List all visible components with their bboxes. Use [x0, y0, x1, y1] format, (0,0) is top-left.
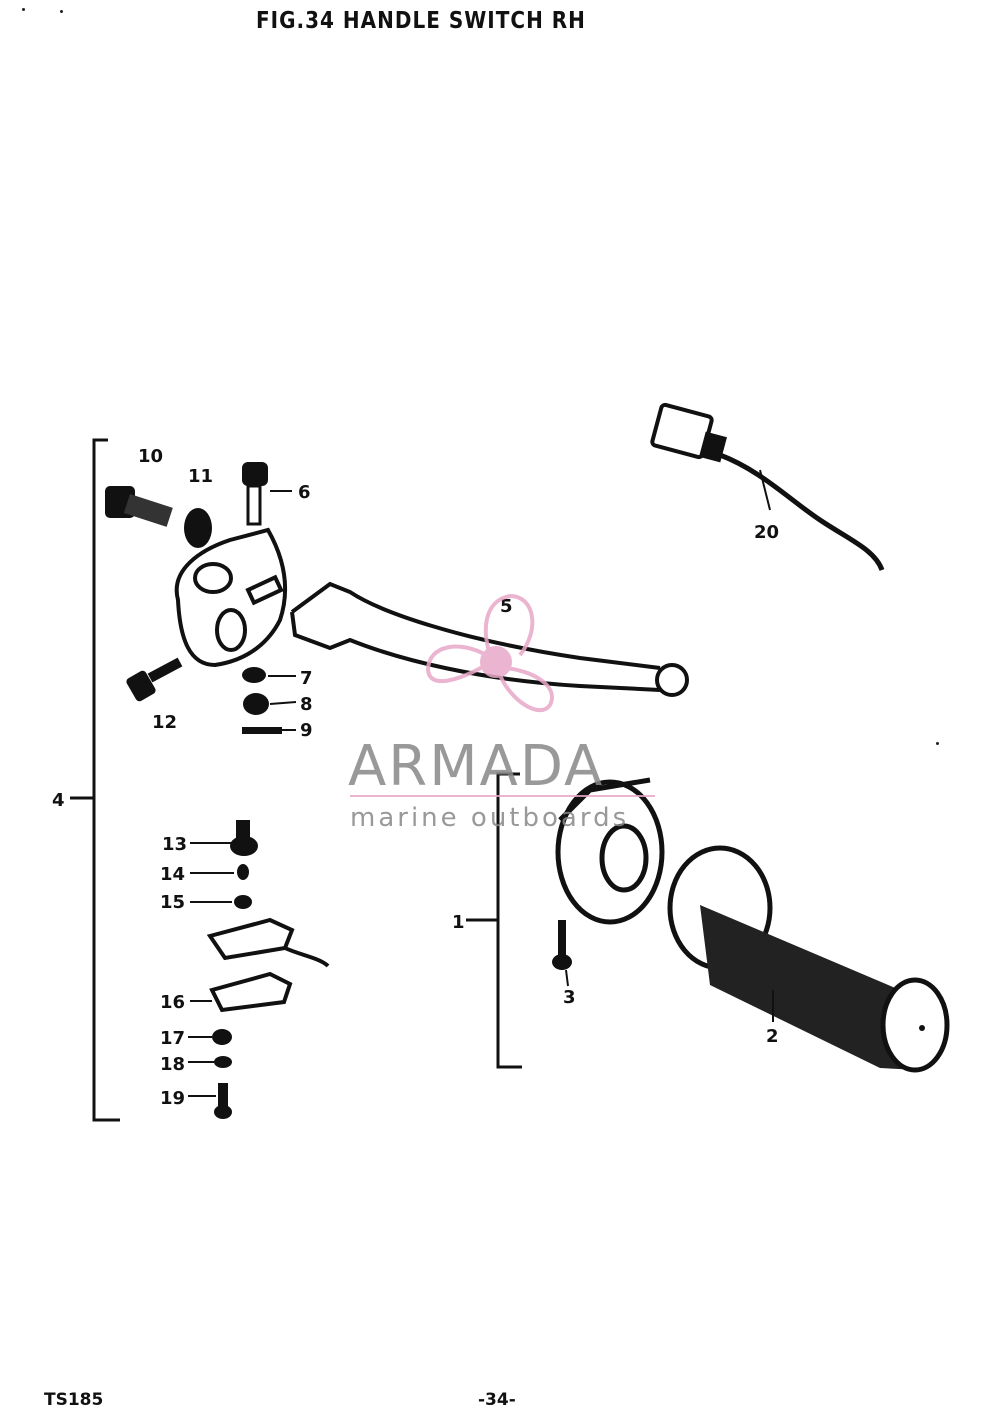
- bracket-group-1: [466, 772, 522, 1069]
- figure-title: FIG.34 HANDLE SWITCH RH: [256, 6, 586, 34]
- nut-part-15: [234, 895, 252, 909]
- screw-part-13: [230, 820, 258, 856]
- callout-17: 17: [160, 1028, 185, 1049]
- washer-part-14: [237, 864, 249, 880]
- callout-1: 1: [452, 912, 465, 933]
- callout-10: 10: [138, 446, 163, 467]
- washer-part-17: [212, 1029, 232, 1045]
- bolt-part-10: [105, 486, 173, 527]
- bracket-group-4: [70, 438, 120, 1122]
- callout-9: 9: [300, 720, 313, 741]
- watermark-tagline: marine outboards: [350, 803, 629, 833]
- callout-14: 14: [160, 864, 185, 885]
- model-code: TS185: [44, 1390, 104, 1410]
- scan-dust: [936, 742, 939, 745]
- grip-part-2: [667, 845, 950, 1073]
- callout-8: 8: [300, 694, 313, 715]
- watermark: ARMADA marine outboards: [348, 593, 655, 833]
- screw-part-19: [214, 1083, 232, 1119]
- pin-part-9: [242, 727, 282, 734]
- lever-holder: [174, 527, 288, 668]
- page-number: -34-: [478, 1390, 516, 1410]
- callout-16: 16: [160, 992, 185, 1013]
- callout-6: 6: [298, 482, 311, 503]
- brake-lever: [290, 581, 689, 697]
- throttle-housing: [555, 777, 665, 925]
- switch-housing-part-16: [206, 917, 330, 1013]
- nut-part-8: [243, 693, 269, 715]
- callout-4: 4: [52, 790, 65, 811]
- callout-13: 13: [162, 834, 187, 855]
- scan-dust: [22, 8, 25, 11]
- switch-part-20: [650, 402, 885, 571]
- watermark-brand: ARMADA: [348, 734, 604, 799]
- propeller-logo-icon: [425, 593, 554, 713]
- callout-3: 3: [563, 987, 576, 1008]
- callout-5: 5: [500, 596, 513, 617]
- screw-part-3: [552, 920, 572, 970]
- nut-part-18: [214, 1056, 232, 1068]
- screw-part-6: [242, 462, 292, 526]
- washer-part-7: [242, 667, 266, 683]
- callout-20: 20: [754, 522, 779, 543]
- washer-part-11: [184, 508, 212, 548]
- callout-19: 19: [160, 1088, 185, 1109]
- callout-12: 12: [152, 712, 177, 733]
- callout-18: 18: [160, 1054, 185, 1075]
- callout-15: 15: [160, 892, 185, 913]
- bolt-part-12: [126, 657, 183, 702]
- callout-2: 2: [766, 1026, 779, 1047]
- callout-11: 11: [188, 466, 213, 487]
- scan-dust: [60, 10, 63, 13]
- callout-7: 7: [300, 668, 313, 689]
